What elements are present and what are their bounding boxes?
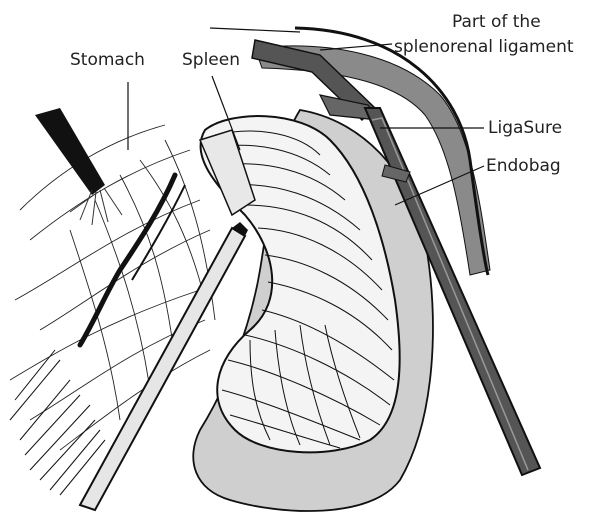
ligament-label-line2: splenorenal ligament (394, 37, 574, 57)
stomach-fold-edge-inner (132, 185, 185, 280)
spleen-label: Spleen (182, 50, 240, 70)
endobag-label: Endobag (486, 156, 561, 176)
top-instrument-line (210, 28, 300, 32)
ligament-label-line1: Part of the (452, 12, 541, 32)
stomach-label: Stomach (70, 50, 145, 70)
grasper-instrument (35, 108, 122, 225)
stomach-fold-edge (80, 175, 175, 345)
ligasure-label: LigaSure (488, 118, 562, 138)
